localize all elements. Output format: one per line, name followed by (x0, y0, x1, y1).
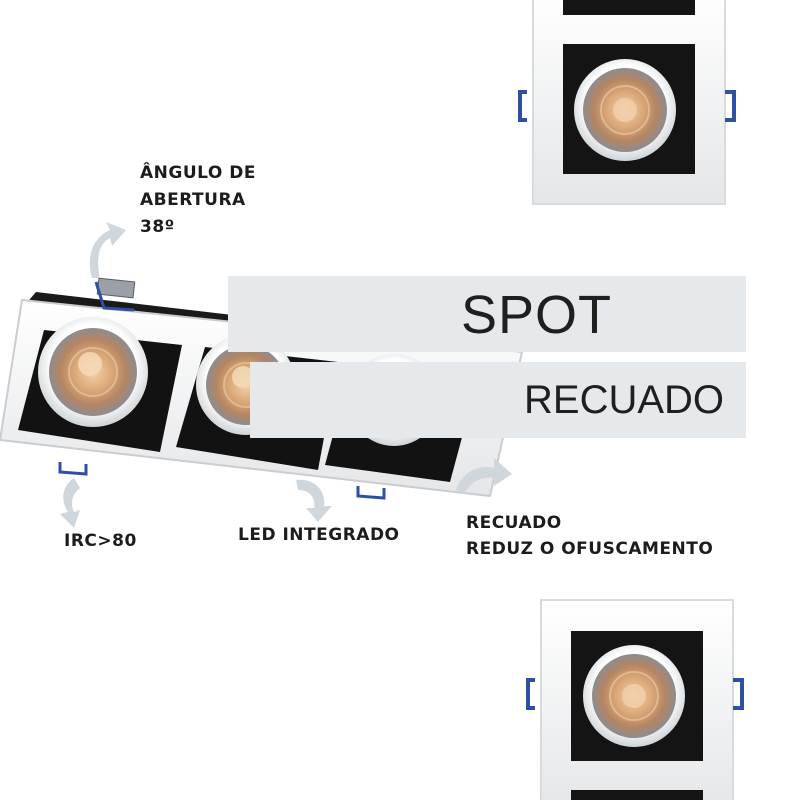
title-spot: SPOT (461, 285, 613, 345)
title-band-spot (228, 276, 746, 352)
single-spot-top (518, 0, 736, 205)
feature-angle-label: ÂNGULO DE ABERTURA 38º (140, 160, 256, 241)
feature-angle-line3: 38º (140, 217, 175, 237)
feature-recessed-line1: RECUADO (466, 513, 562, 533)
title-band-recuado (250, 362, 746, 438)
feature-recessed-line2: REDUZ O OFUSCAMENTO (466, 539, 714, 559)
title-recuado: RECUADO (524, 378, 725, 422)
curved-arrow-down-icon (60, 478, 80, 528)
feature-led-label: LED INTEGRADO (238, 525, 400, 545)
feature-angle-line2: ABERTURA (140, 190, 246, 210)
feature-irc-label: IRC>80 (64, 531, 137, 551)
curved-arrow-led-icon (296, 479, 332, 522)
curved-arrow-up-icon (89, 222, 126, 278)
curved-arrow-recuado-icon (456, 458, 512, 494)
single-spot-bottom (526, 599, 744, 800)
feature-recessed-label: RECUADO REDUZ O OFUSCAMENTO (466, 510, 713, 562)
feature-angle-line1: ÂNGULO DE (140, 163, 256, 183)
arrow-icons (60, 222, 512, 528)
